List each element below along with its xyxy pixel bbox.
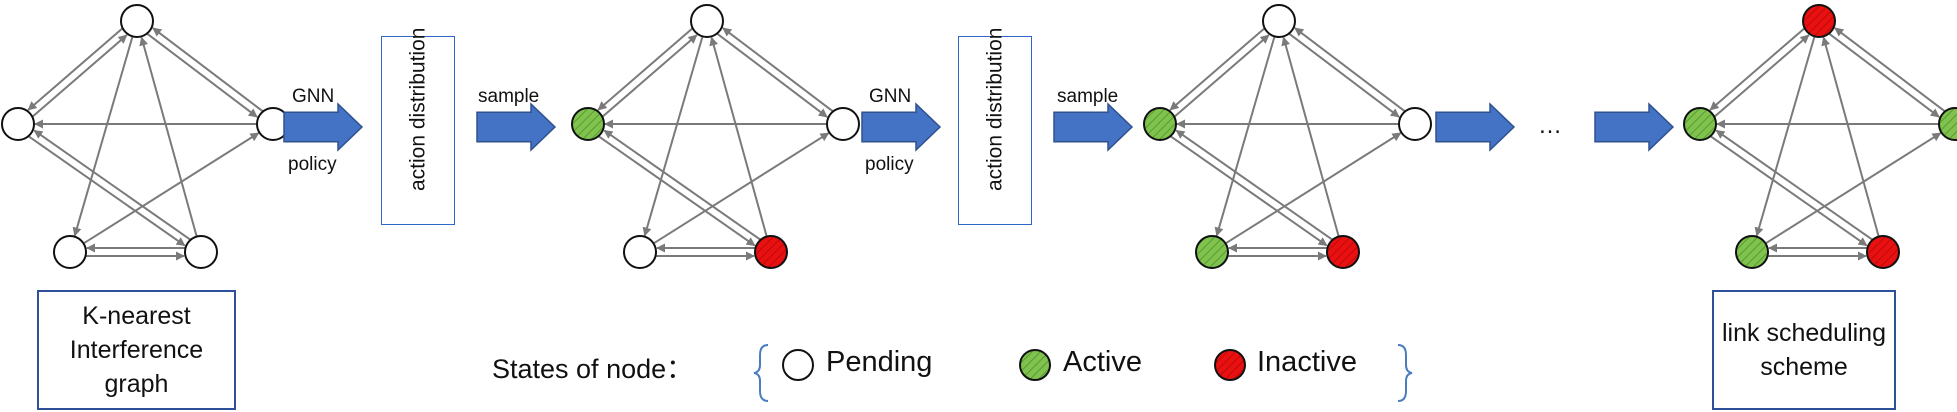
flow-arrows (283, 102, 1675, 152)
node-pending (1262, 4, 1296, 38)
flow-arrow (283, 102, 364, 152)
edge (598, 135, 756, 247)
edge (1710, 135, 1868, 247)
interference-graph-label-text: K-nearest Interference graph (69, 302, 204, 398)
interference-graph-label: K-nearest Interference graph (37, 290, 236, 410)
node-inactive (754, 235, 788, 269)
node-active (1683, 107, 1717, 141)
edge (1281, 36, 1340, 237)
legend-pending-icon (782, 349, 814, 381)
edge (1288, 33, 1400, 118)
node-active (571, 107, 605, 141)
legend-inactive-icon (1214, 349, 1246, 381)
flow-arrow (1435, 102, 1516, 152)
graph-step-2 (1143, 4, 1432, 269)
edge (83, 132, 260, 245)
edge (642, 36, 704, 237)
edge (152, 27, 264, 112)
scheduling-scheme-label-text: link scheduling scheme (1722, 319, 1886, 381)
action-distribution-box-1: action distribution (381, 27, 455, 225)
node-inactive (1802, 4, 1836, 38)
edge (653, 132, 830, 245)
gnn-label-1: GNN (292, 86, 335, 107)
edge (32, 34, 128, 118)
edge (1170, 135, 1328, 247)
edge (1765, 132, 1942, 245)
edge (602, 34, 698, 118)
sample-label-2: sample (1057, 86, 1119, 107)
legend-inactive-label: Inactive (1257, 346, 1357, 378)
node-inactive (1326, 235, 1360, 269)
node-pending (1, 107, 35, 141)
gnn-label-2: GNN (869, 86, 912, 107)
flow-arrow (1594, 102, 1675, 152)
sample-label-1: sample (478, 86, 540, 107)
edge (1294, 27, 1406, 112)
policy-label-2: policy (865, 154, 914, 175)
action-distribution-text-2: action distribution (983, 27, 1007, 191)
legend-right-brace (1397, 344, 1413, 402)
legend-active-label: Active (1063, 346, 1142, 378)
node-active (1735, 235, 1769, 269)
node-inactive (1866, 235, 1900, 269)
edge (139, 36, 198, 237)
edge (27, 27, 123, 111)
edge (1225, 132, 1402, 245)
action-distribution-text-1: action distribution (406, 27, 430, 191)
node-pending (53, 235, 87, 269)
ellipsis: … (1538, 112, 1562, 139)
legend-active-icon (1019, 349, 1051, 381)
legend-left-brace (753, 344, 769, 402)
graphs-layer (1, 4, 1957, 269)
edge (146, 33, 258, 118)
node-pending (690, 4, 724, 38)
edge (1821, 36, 1880, 237)
legend-title: States of node： (492, 354, 694, 384)
flow-arrow (476, 102, 557, 152)
edge (28, 135, 186, 247)
policy-label-1: policy (288, 154, 337, 175)
node-active (1143, 107, 1177, 141)
action-distribution-box-2: action distribution (958, 27, 1032, 225)
node-pending (120, 4, 154, 38)
node-pending (826, 107, 860, 141)
edge (72, 36, 134, 237)
node-active (1195, 235, 1229, 269)
flow-arrow (861, 102, 942, 152)
node-active (1938, 107, 1957, 141)
edge (1714, 34, 1810, 118)
graph-initial (1, 4, 290, 269)
flow-arrow (1053, 102, 1134, 152)
legend-pending-label: Pending (826, 346, 933, 378)
edge (722, 27, 834, 112)
edge (1709, 27, 1805, 111)
edge (1715, 129, 1873, 241)
edge (1834, 27, 1946, 112)
edge (1754, 36, 1816, 237)
edge (716, 33, 828, 118)
edge (1175, 129, 1333, 241)
edge (1169, 27, 1265, 111)
edge (33, 129, 191, 241)
edge (1174, 34, 1270, 118)
scheduling-scheme-label: link scheduling scheme (1712, 290, 1896, 410)
graph-final (1683, 4, 1957, 269)
edge (597, 27, 693, 111)
edge (1828, 33, 1940, 118)
node-pending (1398, 107, 1432, 141)
edge (603, 129, 761, 241)
edge (1214, 36, 1276, 237)
node-pending (184, 235, 218, 269)
node-pending (623, 235, 657, 269)
edge (709, 36, 768, 237)
graph-step-1 (571, 4, 860, 269)
legend-symbols (753, 344, 1413, 402)
